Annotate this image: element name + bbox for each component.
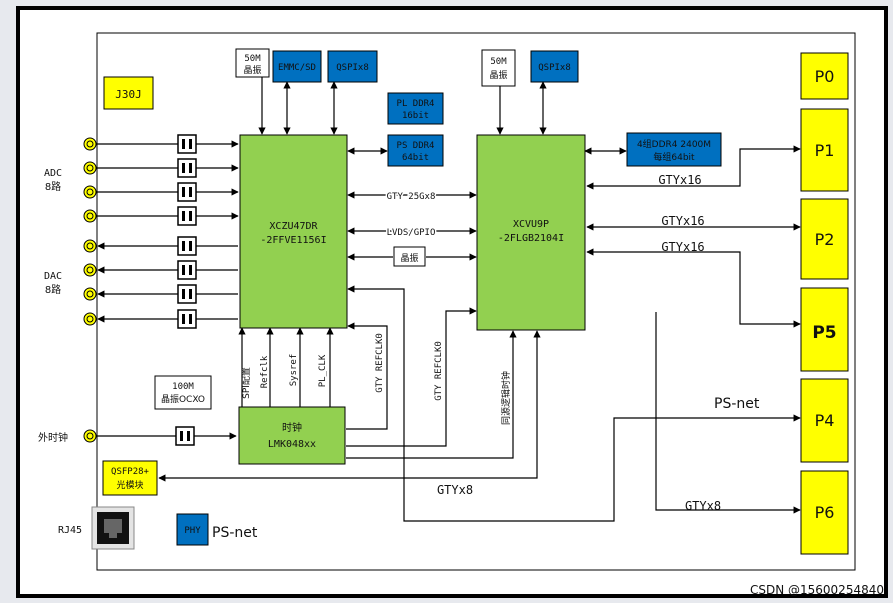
ps-ddr4-line1: PS DDR4 [397, 141, 435, 151]
balun-icon [177, 182, 197, 202]
qspi-left-block [327, 50, 378, 83]
adc-connector-icon [83, 185, 97, 199]
balun-icon [177, 236, 197, 256]
port-p2-label: P2 [815, 230, 835, 249]
balun-icon [177, 309, 197, 329]
port-p0 [800, 52, 849, 100]
qsfp-line1: QSFP28+ [111, 467, 150, 477]
qsfp-module [102, 460, 158, 496]
rj45-icon [91, 506, 135, 550]
ps-net-right-label: PS-net [714, 396, 760, 412]
clk-sync-label: 同源逻辑时钟 [500, 371, 512, 425]
clk-gty-refclk-left-label: GTY REFCLK0 [375, 333, 385, 393]
ocxo-block [154, 375, 212, 410]
adc-connector-icon [83, 137, 97, 151]
phy-label: PHY [184, 526, 201, 536]
dac-label-line2: 8路 [45, 283, 61, 296]
balun-icon [177, 134, 197, 154]
ext-clock-connector-icon [83, 429, 97, 443]
phy-block [176, 513, 209, 546]
balun-icon [175, 426, 195, 446]
qspi-left-label: QSPIx8 [336, 63, 369, 73]
qsfp-line2: 光模块 [116, 479, 143, 491]
link-lvds-label: LVDS/GPIO [387, 228, 436, 238]
balun-icon [177, 206, 197, 226]
port-p6-label: P6 [815, 503, 835, 522]
gty-p6-label: GTYx8 [685, 499, 721, 513]
adc-label-line1: ADC [44, 168, 62, 179]
osc-left [235, 48, 270, 78]
dac-label-line1: DAC [44, 271, 62, 282]
ext-clock-label: 外时钟 [38, 431, 68, 444]
clk-refclk-label: Refclk [260, 355, 270, 388]
clock-chip-line1: 时钟 [282, 421, 302, 434]
osc-right-line2: 晶振 [489, 69, 507, 81]
board-outline [96, 32, 856, 571]
port-p6 [800, 470, 849, 555]
pl-ddr4-block [387, 92, 444, 125]
ps-net-bottom-label: PS-net [212, 525, 258, 541]
ddr4-right-line2: 每组64bit [653, 151, 695, 163]
ps-ddr4-block [387, 134, 444, 167]
gty-p5-label: GTYx16 [661, 240, 704, 254]
fpga-vu9p-line1: XCVU9P [513, 219, 549, 230]
ocxo-line2: 晶振OCXO [161, 393, 205, 405]
port-p1-label: P1 [815, 141, 835, 160]
port-p5 [800, 287, 849, 372]
balun-icon [177, 284, 197, 304]
clk-gty-refclk-right-label: GTY REFCLK0 [434, 341, 444, 401]
dac-connector-icon [83, 263, 97, 277]
gty-p2-label: GTYx16 [661, 214, 704, 228]
adc-connector-icon [83, 209, 97, 223]
fpga-vu9p-line2: -2FLGB2104I [498, 233, 564, 244]
qspi-right-block [530, 50, 579, 83]
dac-connector-icon [83, 239, 97, 253]
j30j-connector [103, 76, 154, 110]
port-p2 [800, 198, 849, 280]
fpga-zu47dr [239, 134, 348, 329]
qspi-right-label: QSPIx8 [538, 63, 571, 73]
balun-icon [177, 158, 197, 178]
port-p5-label: P5 [812, 323, 836, 343]
emmc-block [272, 50, 322, 83]
clock-chip [238, 406, 346, 465]
dac-connector-icon [83, 312, 97, 326]
dac-connector-icon [83, 287, 97, 301]
crystal-link-block [393, 246, 426, 267]
fpga-zu47dr-line2: -2FFVE1156I [260, 235, 326, 246]
port-p4-label: P4 [815, 411, 835, 430]
pl-ddr4-line1: PL DDR4 [397, 99, 435, 109]
port-p0-label: P0 [815, 67, 835, 86]
adc-connector-icon [83, 161, 97, 175]
gty-qsfp-label: GTYx8 [437, 483, 473, 497]
clk-plclk-label: PL_CLK [318, 354, 328, 387]
adc-label-line2: 8路 [45, 180, 61, 193]
osc-right [481, 49, 516, 87]
ddr4-right-line1: 4组DDR4 2400M [637, 138, 711, 150]
crystal-link-label: 晶振 [400, 252, 418, 264]
port-p4 [800, 378, 849, 463]
osc-right-line1: 50M [490, 57, 507, 67]
port-p1 [800, 108, 849, 192]
watermark: CSDN @15600254840 [750, 583, 884, 597]
clk-sysref-label: Sysref [289, 354, 299, 387]
j30j-label: J30J [115, 88, 142, 101]
emmc-label: EMMC/SD [278, 63, 316, 73]
rj45-label: RJ45 [58, 525, 82, 536]
link-gty-label: GTY 25Gx8 [387, 192, 436, 202]
balun-icon [177, 260, 197, 280]
ps-ddr4-line2: 64bit [402, 153, 429, 163]
osc-left-line1: 50M [244, 54, 261, 64]
gty-p1-label: GTYx16 [658, 173, 701, 187]
fpga-vu9p [476, 134, 586, 331]
ocxo-line1: 100M [172, 382, 194, 392]
ddr4-right-block [626, 132, 722, 167]
clock-chip-line2: LMK048xx [268, 439, 316, 450]
pl-ddr4-line2: 16bit [402, 111, 429, 121]
clk-spi-label: SPI配置 [241, 367, 252, 399]
fpga-zu47dr-line1: XCZU47DR [269, 221, 318, 232]
osc-left-line2: 晶振 [243, 64, 261, 76]
